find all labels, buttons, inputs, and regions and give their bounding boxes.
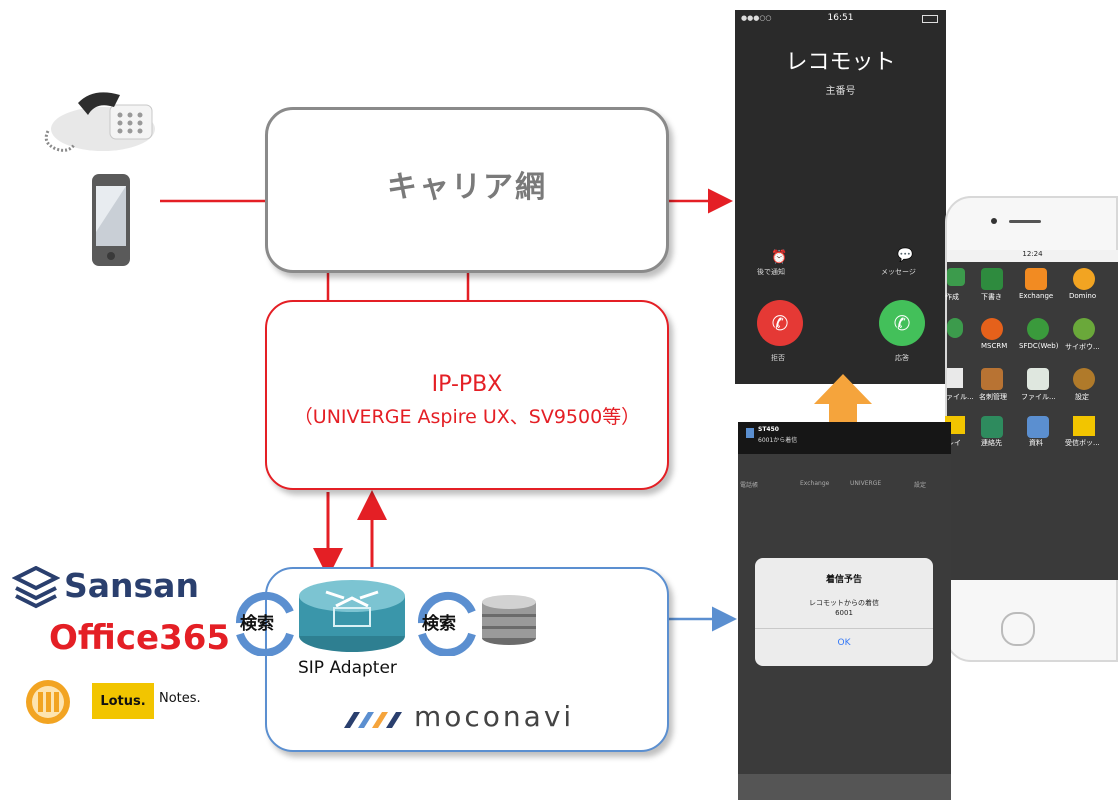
speaker-icon [1009, 220, 1041, 223]
desk-phone-icon [44, 92, 155, 152]
dialog-body: レコモットからの着信 [809, 599, 879, 607]
contacts-app-icon[interactable] [981, 416, 1003, 438]
up-arrow-icon [814, 374, 872, 436]
tab-exchange[interactable]: Exchange [800, 480, 830, 487]
app-icon[interactable] [947, 318, 963, 338]
incoming-call-screen: ●●●○○ 16:51 レコモット 主番号 ⏰ 後で通知 💬 メッセージ ✆ 拒… [735, 10, 946, 384]
lotus-logo: Lotus. [92, 683, 154, 719]
decline-button[interactable]: ✆ [757, 300, 803, 346]
bottom-toolbar [738, 774, 951, 800]
sfdc-app-icon[interactable] [1027, 318, 1049, 340]
search-label-right: 検索 [422, 614, 456, 634]
home-status-time: 12:24 [947, 250, 1118, 262]
app-label: 受信ボッ... [1065, 439, 1100, 447]
home-screen-display: 12:24 [947, 250, 1118, 580]
app-label: 資料 [1029, 439, 1043, 447]
carrier-network-label: キャリア網 [387, 170, 547, 205]
smartphone-icon [92, 174, 130, 266]
dialog-divider [755, 628, 933, 629]
documents-app-icon[interactable] [1027, 416, 1049, 438]
app-label: レイ [947, 439, 961, 447]
settings-app-icon[interactable] [1073, 368, 1095, 390]
router-icon [299, 580, 405, 652]
app-label: ファイル... [939, 393, 974, 401]
banner-title: ST450 [758, 426, 779, 433]
tab-settings[interactable]: 設定 [914, 482, 927, 489]
notification-banner[interactable]: ST450 6001から着信 [738, 422, 951, 454]
phone-icon: ✆ [893, 311, 911, 335]
app-label: MSCRM [981, 342, 1008, 350]
search-label-left: 検索 [240, 614, 274, 634]
moconavi-label: moconavi [414, 700, 575, 733]
accept-label: 応答 [895, 354, 909, 362]
app-label: Exchange [1019, 292, 1054, 300]
search-cycle-right-icon [418, 591, 476, 656]
mscrm-app-icon[interactable] [981, 318, 1003, 340]
app-label: 連絡先 [981, 439, 1002, 447]
decline-label: 拒否 [771, 354, 785, 362]
draft-app-icon[interactable] [981, 268, 1003, 290]
remind-later-label: 後で通知 [757, 268, 785, 276]
office365-logo: Office365 [49, 618, 231, 658]
signal-icon: ●●●○○ [741, 14, 772, 22]
business-card-app-icon[interactable] [981, 368, 1003, 390]
domino-app-icon[interactable] [1073, 268, 1095, 290]
database-icon [482, 595, 536, 645]
accept-button[interactable]: ✆ [879, 300, 925, 346]
sip-adapter-label: SIP Adapter [298, 658, 397, 678]
app-badge-icon [746, 428, 754, 438]
caller-name: レコモット [785, 50, 896, 75]
app-label: ファイル... [1021, 393, 1056, 401]
alarm-clock-icon[interactable]: ⏰ [771, 250, 788, 265]
app-label: 作成 [945, 293, 959, 301]
camera-icon [991, 218, 997, 224]
ip-pbx-box: IP-PBX （UNIVERGE Aspire UX、SV9500等） [265, 300, 669, 490]
dialog-ok-button[interactable]: OK [837, 638, 851, 648]
exchange-app-icon[interactable] [1025, 268, 1047, 290]
cybozu-app-icon[interactable] [1073, 318, 1095, 340]
battery-icon [922, 15, 938, 23]
tab-univerge[interactable]: UNIVERGE [850, 480, 882, 487]
notification-screen: ST450 6001から着信 電話帳 Exchange UNIVERGE 設定 … [738, 422, 951, 800]
app-label: 設定 [1075, 393, 1089, 401]
carrier-network-box: キャリア網 [265, 107, 669, 273]
app-label: SFDC(Web) [1019, 342, 1059, 350]
domino-logo-icon [26, 680, 70, 724]
incoming-alert-dialog: 着信予告 レコモットからの着信 6001 OK [755, 558, 933, 666]
tab-row: 電話帳 Exchange UNIVERGE 設定 [738, 454, 951, 494]
sansan-logo-icon [12, 566, 60, 609]
app-label: Domino [1069, 292, 1097, 300]
caller-subtitle: 主番号 [825, 86, 856, 97]
message-label: メッセージ [881, 268, 916, 276]
moconavi-logo-icon [344, 712, 402, 728]
search-cycle-left-icon [236, 591, 294, 656]
banner-subtitle: 6001から着信 [758, 437, 798, 444]
inbox-app-icon[interactable] [1073, 416, 1095, 436]
phone-down-icon: ✆ [771, 311, 789, 335]
ip-pbx-title: IP-PBX [431, 372, 503, 397]
dialog-number: 6001 [835, 609, 853, 617]
home-button[interactable] [1001, 612, 1035, 646]
app-label: 下書き [981, 293, 1002, 301]
tab-phonebook[interactable]: 電話帳 [740, 482, 759, 489]
ip-pbx-subtitle: （UNIVERGE Aspire UX、SV9500等） [293, 406, 641, 428]
notes-logo: Notes. [159, 691, 201, 706]
app-label: サイボウ... [1065, 343, 1100, 351]
app-label: 名刺管理 [979, 393, 1007, 401]
status-time: 16:51 [827, 13, 854, 23]
home-app-grid: 作成 下書き Exchange Domino MSCRM SFDC(Web) サ… [939, 262, 1118, 452]
file-app-icon[interactable] [947, 368, 963, 388]
compose-app-icon[interactable] [947, 268, 965, 286]
file-sync-app-icon[interactable] [1027, 368, 1049, 390]
sansan-logo: Sansan [64, 566, 199, 605]
message-icon[interactable]: 💬 [897, 248, 914, 263]
dialog-title: 着信予告 [825, 575, 862, 585]
